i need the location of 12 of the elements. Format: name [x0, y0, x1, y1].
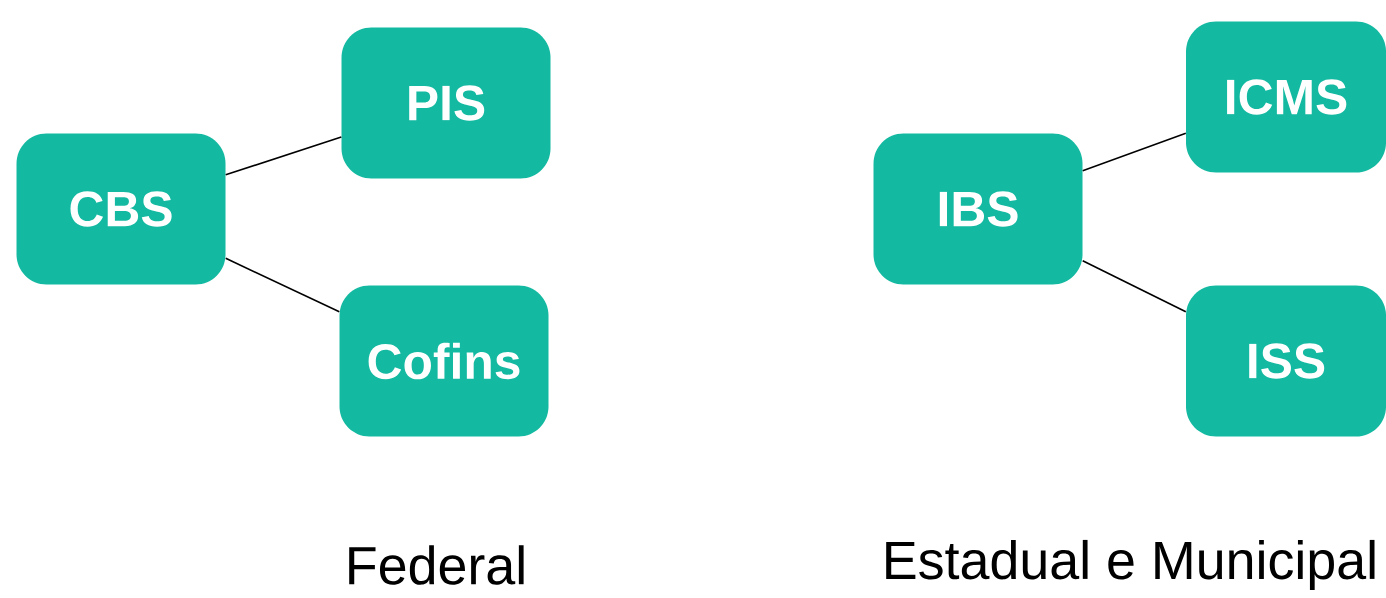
- process-box: CBS: [16, 133, 226, 285]
- connector-line: [224, 257, 341, 313]
- process-box: ICMS: [1186, 21, 1386, 173]
- group-caption: Estadual e Municipal: [886, 539, 1375, 591]
- process-box: IBS: [873, 133, 1083, 285]
- connector-line: [1081, 259, 1187, 313]
- group-caption: Federal: [349, 545, 524, 585]
- process-box: ISS: [1186, 285, 1386, 437]
- process-box: PIS: [341, 27, 551, 179]
- connector-line: [224, 136, 343, 176]
- connector-line: [1081, 132, 1187, 172]
- process-box: Cofins: [339, 285, 549, 437]
